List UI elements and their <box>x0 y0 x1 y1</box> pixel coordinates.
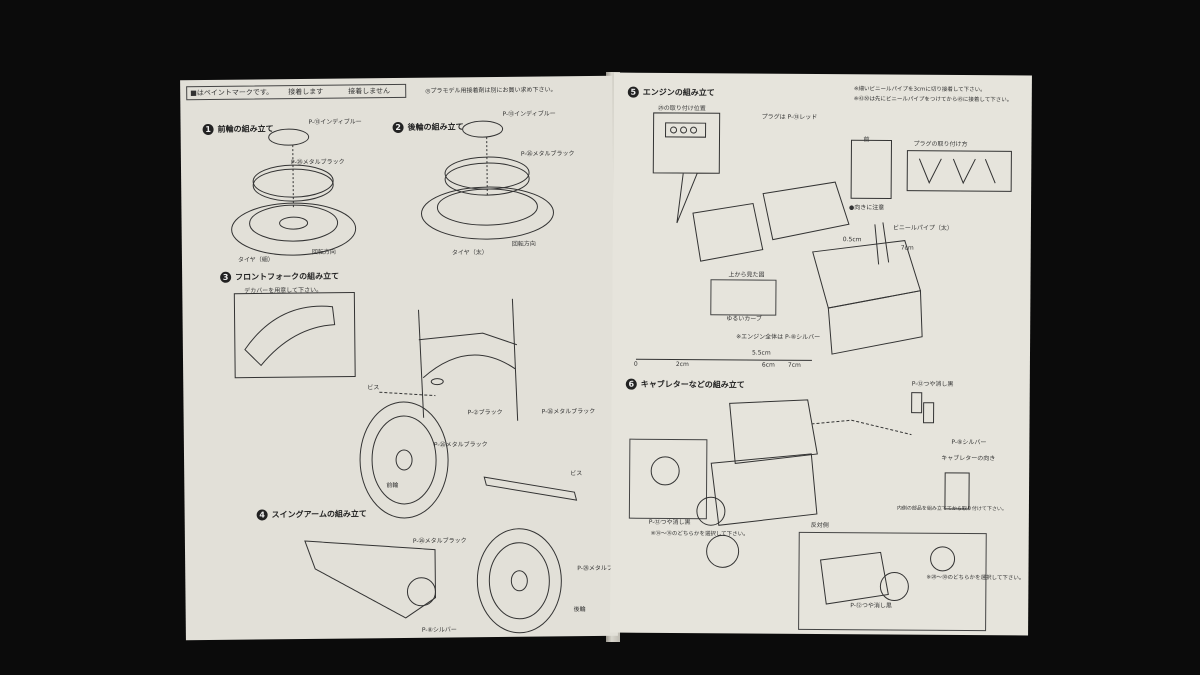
step6-engine-head <box>729 399 818 464</box>
rear-hub-cap <box>462 120 504 138</box>
side-engine <box>820 551 889 605</box>
front-tire <box>231 202 357 256</box>
sprocket <box>406 577 436 607</box>
left-page-drawings <box>231 120 578 634</box>
alternator-cover <box>706 534 740 568</box>
rear-wheel-drawing <box>476 528 562 634</box>
left-page: ■はペイントマークです。 接着します 接着しません ◎プラモデル用接着剤は別にお… <box>180 75 618 641</box>
engine-crankcase <box>812 240 922 309</box>
front-hub-cap <box>268 128 310 146</box>
right-page-drawings <box>650 112 1012 605</box>
swing-arm <box>483 476 578 501</box>
plug-install-box <box>906 150 1012 192</box>
cylinder-head <box>762 181 850 241</box>
front-wheel-drawing <box>359 401 449 519</box>
mount-bubble <box>652 112 721 224</box>
cover <box>692 202 764 262</box>
step6-engine-block <box>710 453 818 526</box>
carburetor <box>944 472 970 510</box>
plug-direction-box <box>850 139 892 199</box>
air-filter <box>650 456 680 486</box>
fender-detail-box <box>233 291 356 379</box>
